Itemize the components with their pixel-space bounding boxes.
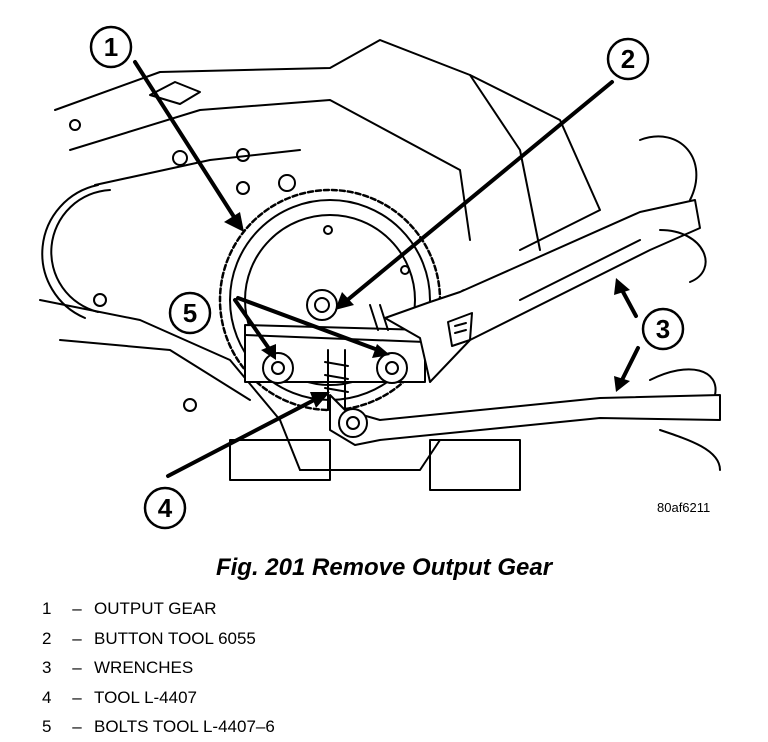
callout-circle-2 — [606, 37, 650, 81]
puller-tool-l-4407 — [244, 304, 426, 411]
leader-arrow-1 — [133, 60, 244, 232]
legend-text: TOOL L-4407 — [94, 687, 198, 707]
legend-text: WRENCHES — [94, 658, 194, 677]
callout-number-1: 1 — [104, 32, 118, 62]
leader-arrow-3-upper — [614, 278, 638, 318]
callout-number-5: 5 — [183, 298, 197, 328]
leader-arrow-2 — [335, 80, 614, 310]
callout-circle-5 — [168, 291, 212, 335]
legend-number: 3 — [42, 658, 52, 677]
legend-separator: – — [72, 599, 82, 618]
leader-arrow-3-lower — [614, 346, 640, 392]
callout-circle-4 — [143, 486, 187, 530]
callout-circle-3 — [641, 307, 685, 351]
lower-wrench — [329, 368, 721, 471]
seal-ring — [41, 184, 111, 319]
legend-number: 5 — [42, 717, 52, 736]
transmission-case — [39, 39, 601, 471]
legend-item: 3 –WRENCHES — [42, 653, 275, 683]
callout-number-4: 4 — [158, 493, 173, 523]
legend-number: 1 — [42, 599, 52, 618]
legend-separator: – — [72, 628, 82, 648]
legend-separator: – — [72, 687, 82, 707]
legend-item: 5 –BOLTS TOOL L-4407–6 — [42, 712, 275, 742]
support-blocks — [229, 439, 521, 491]
legend-text: BUTTON TOOL 6055 — [94, 628, 256, 648]
callout-circle-1 — [89, 25, 133, 69]
legend-item: 1 –OUTPUT GEAR — [42, 594, 275, 624]
legend-separator: – — [72, 717, 82, 736]
figure-caption: Fig. 201 Remove Output Gear — [215, 554, 553, 581]
parts-legend: 1–OUTPUT GEAR 2–BUTTON TOOL 6055 3–WRENC… — [42, 594, 275, 742]
legend-number: 4 — [42, 687, 52, 707]
leader-arrow-4 — [166, 392, 330, 478]
legend-text: OUTPUT GEAR — [94, 599, 217, 618]
callout-number-3: 3 — [656, 314, 670, 344]
leader-arrow-5-right — [236, 296, 390, 358]
callout-number-2: 2 — [621, 44, 635, 74]
leader-arrow-5-left — [233, 298, 276, 360]
legend-item: 4–TOOL L-4407 — [42, 683, 275, 713]
legend-text: BOLTS TOOL L-4407–6 — [94, 717, 275, 736]
output-gear-removal-illustration: 1 2 3 4 5 — [39, 25, 721, 530]
legend-item: 2–BUTTON TOOL 6055 — [42, 624, 275, 654]
legend-separator: – — [72, 658, 82, 677]
upper-wrench — [384, 135, 707, 383]
figure-code: 80af6211 — [657, 500, 711, 515]
legend-number: 2 — [42, 628, 52, 648]
